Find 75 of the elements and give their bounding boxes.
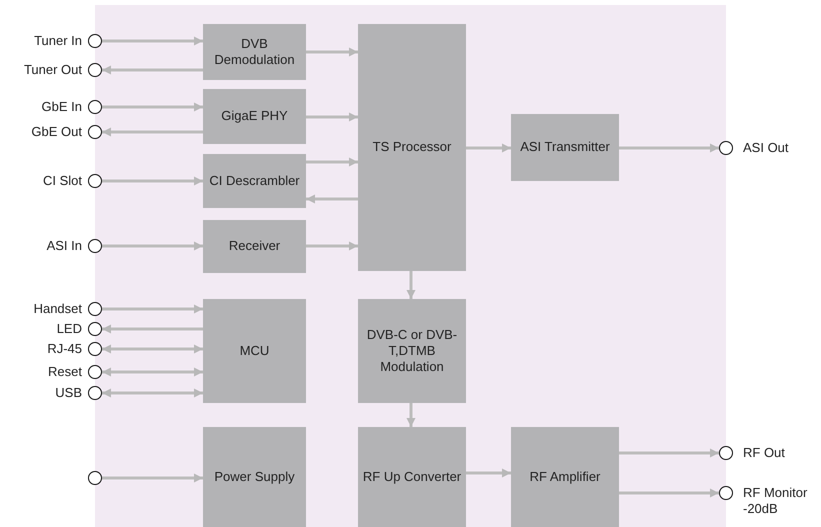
process-block xyxy=(203,220,306,273)
arrow xyxy=(619,144,719,152)
arrow xyxy=(466,468,511,478)
block-label: TS Processor xyxy=(372,139,452,156)
process-block xyxy=(203,427,306,527)
arrow xyxy=(619,488,719,498)
port-circle xyxy=(88,63,102,77)
block-label: Receiver xyxy=(228,238,280,255)
arrow xyxy=(102,474,203,482)
arrow xyxy=(306,158,358,166)
arrow xyxy=(306,242,358,250)
block-label: DVB Demodulation xyxy=(213,36,296,68)
arrow xyxy=(306,48,358,56)
port-label: Reset xyxy=(48,364,82,380)
process-block xyxy=(203,24,306,80)
arrow xyxy=(102,368,203,376)
arrow xyxy=(102,36,203,46)
port-label: ASI In xyxy=(46,238,82,254)
arrow xyxy=(102,176,203,186)
port-circle xyxy=(719,446,733,460)
port-label: Tuner Out xyxy=(24,62,82,78)
process-block xyxy=(511,114,619,181)
port-circle xyxy=(719,486,733,500)
port-label: GbE In xyxy=(42,99,82,115)
process-block xyxy=(203,299,306,403)
port-label: Tuner In xyxy=(34,33,82,49)
process-block xyxy=(511,427,619,527)
port-label: GbE Out xyxy=(31,124,82,140)
port-circle xyxy=(88,342,102,356)
port-circle xyxy=(88,100,102,114)
port-circle xyxy=(88,34,102,48)
port-label: RF Monitor -20dB xyxy=(743,485,808,516)
block-label: MCU xyxy=(240,342,270,360)
arrow xyxy=(102,344,203,354)
port-label: CI Slot xyxy=(42,173,82,189)
arrow xyxy=(619,448,719,458)
port-circle xyxy=(88,125,102,139)
port-circle xyxy=(88,322,102,336)
arrow xyxy=(102,242,203,250)
port-label: RF Out xyxy=(743,445,786,461)
port-circle xyxy=(88,174,102,188)
block-label: RF Up Converter xyxy=(362,468,462,486)
block-label: ASI Transmitter xyxy=(520,139,610,156)
arrow xyxy=(102,388,203,398)
process-block xyxy=(358,299,466,403)
port-label: LED xyxy=(56,321,82,337)
block-label: RF Amplifier xyxy=(530,468,600,486)
arrow xyxy=(306,194,358,204)
process-block xyxy=(358,427,466,527)
port-circle xyxy=(88,386,102,400)
arrow xyxy=(102,324,203,334)
arrow xyxy=(406,403,416,427)
block-label: Power Supply xyxy=(214,468,295,486)
process-block xyxy=(358,24,466,271)
arrow xyxy=(306,112,358,122)
arrow xyxy=(102,128,203,136)
arrow xyxy=(102,102,203,112)
port-circle xyxy=(719,141,733,155)
arrow xyxy=(406,271,416,299)
port-label: ASI Out xyxy=(743,140,790,156)
arrow xyxy=(102,304,203,314)
block-label: GigaE PHY xyxy=(221,108,288,125)
arrow xyxy=(102,66,203,74)
process-block xyxy=(203,154,306,208)
port-circle xyxy=(88,471,102,485)
port-circle xyxy=(88,365,102,379)
port-circle xyxy=(88,302,102,316)
port-label: RJ-45 xyxy=(47,341,82,357)
block-label: CI Descrambler xyxy=(209,172,300,190)
port-label: USB xyxy=(55,385,82,401)
block-label: DVB-C or DVB-T,DTMB Modulation xyxy=(366,326,458,376)
arrow xyxy=(466,144,511,152)
port-label: Handset xyxy=(34,301,82,317)
process-block xyxy=(203,89,306,144)
port-circle xyxy=(88,239,102,253)
